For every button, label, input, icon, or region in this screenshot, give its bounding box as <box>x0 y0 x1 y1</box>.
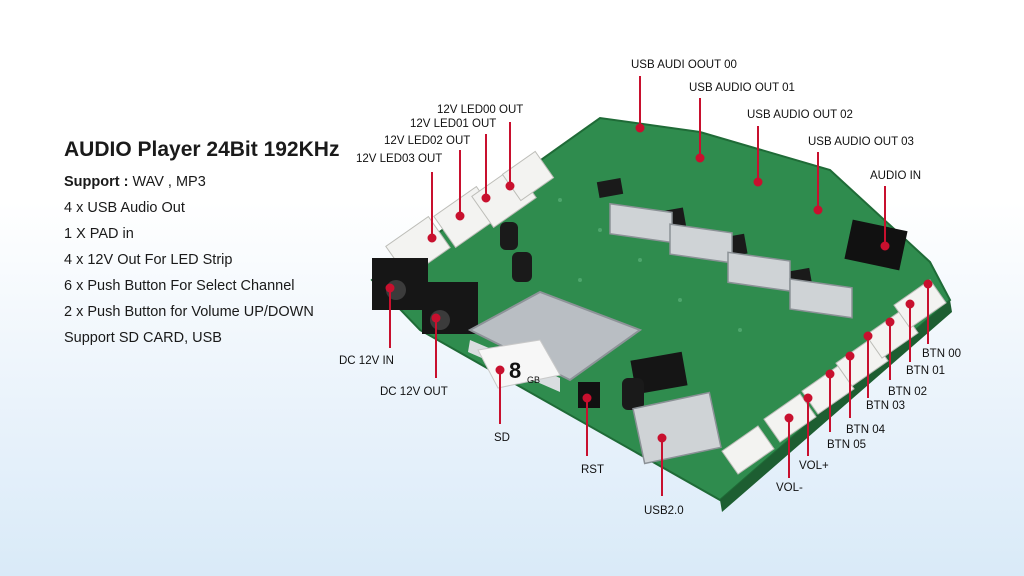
label-led01: 12V LED01 OUT <box>410 118 497 130</box>
label-led02: 12V LED02 OUT <box>384 135 471 147</box>
feature-item: 1 X PAD in <box>64 226 134 242</box>
label-btn00: BTN 00 <box>922 348 961 360</box>
product-title: AUDIO Player 24Bit 192KHz <box>64 138 340 161</box>
label-usb-audio-out-00: USB AUDI OOUT 00 <box>631 59 737 71</box>
label-dc-out: DC 12V OUT <box>380 386 448 398</box>
label-btn01: BTN 01 <box>906 365 945 377</box>
label-btn05: BTN 05 <box>827 439 866 451</box>
label-btn04: BTN 04 <box>846 424 885 436</box>
label-btn03: BTN 03 <box>866 400 905 412</box>
feature-item: 6 x Push Button For Select Channel <box>64 278 295 294</box>
label-dc-in: DC 12V IN <box>339 355 394 367</box>
label-vol-minus: VOL- <box>776 482 803 494</box>
label-led03: 12V LED03 OUT <box>356 153 443 165</box>
feature-support-label: Support : <box>64 174 129 190</box>
feature-item: 4 x 12V Out For LED Strip <box>64 252 233 268</box>
label-usb-audio-out-02: USB AUDIO OUT 02 <box>747 109 853 121</box>
label-usb-audio-out-01: USB AUDIO OUT 01 <box>689 82 795 94</box>
feature-item: 2 x Push Button for Volume UP/DOWN <box>64 304 314 320</box>
label-led00: 12V LED00 OUT <box>437 104 524 116</box>
label-usb2: USB2.0 <box>644 505 684 517</box>
label-audio-in: AUDIO IN <box>870 170 922 182</box>
label-vol-plus: VOL+ <box>799 460 829 472</box>
label-sd: SD <box>494 432 510 444</box>
feature-support-value: WAV , MP3 <box>132 174 206 190</box>
label-usb-audio-out-03: USB AUDIO OUT 03 <box>808 136 914 148</box>
label-rst: RST <box>581 464 604 476</box>
label-btn02: BTN 02 <box>888 386 927 398</box>
feature-support: Support : WAV , MP3 <box>64 174 206 190</box>
sd-card-unit: GB <box>527 375 540 385</box>
feature-item: 4 x USB Audio Out <box>64 200 185 216</box>
sd-card-capacity: 8 <box>509 358 521 383</box>
feature-item: Support SD CARD, USB <box>64 330 222 346</box>
